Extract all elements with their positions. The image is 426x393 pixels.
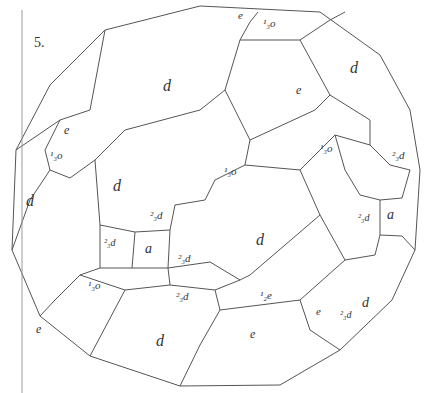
face-label: ¹₃o (88, 280, 101, 291)
face-label: e (36, 323, 41, 335)
face-edge (245, 135, 370, 170)
face-edge (16, 120, 60, 150)
face-edge (225, 40, 330, 140)
face-label: ¹₃o (320, 143, 333, 154)
figure-number: 5. (34, 36, 45, 50)
face-label: e (296, 84, 301, 96)
face-label: d (26, 193, 34, 209)
face-edge (80, 268, 170, 290)
face-label: a (145, 242, 152, 256)
face-label: ²₃d (178, 253, 191, 264)
scan-line (22, 10, 23, 393)
face-edge (180, 310, 220, 386)
face-edge (380, 170, 410, 200)
face-label: ²₃d (340, 310, 351, 320)
face-label: ¹₃o (224, 166, 237, 177)
face-edge (40, 268, 100, 316)
face-edge (300, 12, 345, 40)
face-label: d (362, 296, 369, 310)
face-label: ²₃d (104, 238, 115, 248)
face-edge (168, 215, 320, 280)
face-edge (300, 135, 380, 260)
face-edge (380, 235, 415, 250)
face-edge (45, 12, 258, 178)
face-label: ²₃d (176, 291, 189, 302)
face-label: d (350, 60, 358, 76)
crystal-outline (12, 6, 420, 386)
face-label: ¹₂e (260, 290, 272, 301)
face-label: ²₃d (150, 210, 163, 221)
face-edge (132, 230, 170, 268)
face-label: d (163, 78, 171, 94)
face-edge (12, 170, 50, 250)
face-edge (90, 290, 125, 356)
face-label: ¹₃o (50, 150, 63, 161)
face-edge (215, 260, 345, 310)
face-label: d (156, 333, 164, 349)
face-edge (95, 160, 135, 232)
face-edge (135, 140, 250, 232)
face-label: e (64, 124, 69, 136)
face-label: d (113, 178, 121, 194)
face-edge (170, 280, 240, 290)
face-label: d (256, 232, 264, 248)
face-label: a (387, 208, 394, 222)
face-label: ²₃d (392, 150, 405, 161)
face-edge (300, 300, 340, 350)
face-label: ²₃d (358, 213, 369, 223)
face-label: e (250, 328, 255, 340)
face-label: e (316, 306, 321, 317)
face-label: ¹₃o (263, 18, 276, 29)
face-edge (100, 225, 132, 268)
face-label: e (238, 10, 243, 21)
